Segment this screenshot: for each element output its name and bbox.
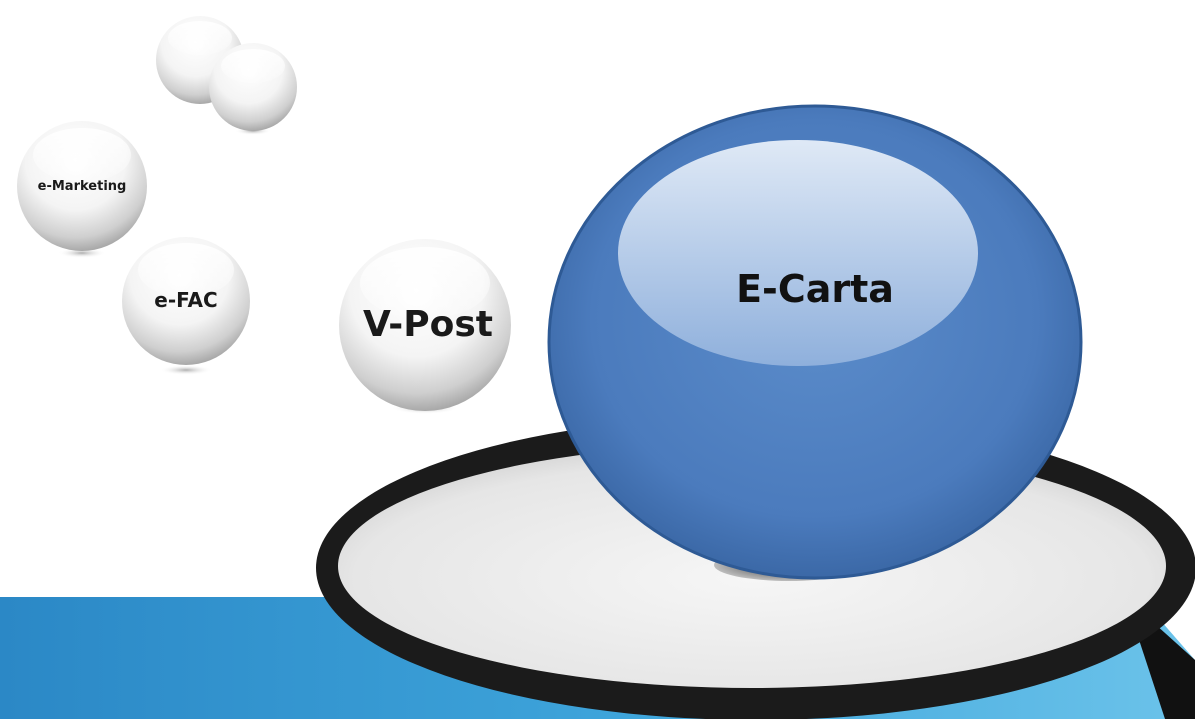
small-bubble-right [209, 43, 297, 135]
e-fac-bubble[interactable]: e-FAC [122, 237, 250, 375]
v-post-bubble[interactable]: V-Post [339, 239, 511, 414]
e-carta-label: E-Carta [736, 267, 894, 311]
e-fac-label: e-FAC [154, 288, 217, 312]
e-carta-sphere[interactable]: E-Carta [547, 104, 1083, 580]
e-marketing-bubble[interactable]: e-Marketing [17, 121, 147, 258]
e-marketing-label: e-Marketing [38, 179, 127, 194]
sphere-highlight [618, 140, 978, 366]
v-post-label: V-Post [363, 304, 493, 345]
